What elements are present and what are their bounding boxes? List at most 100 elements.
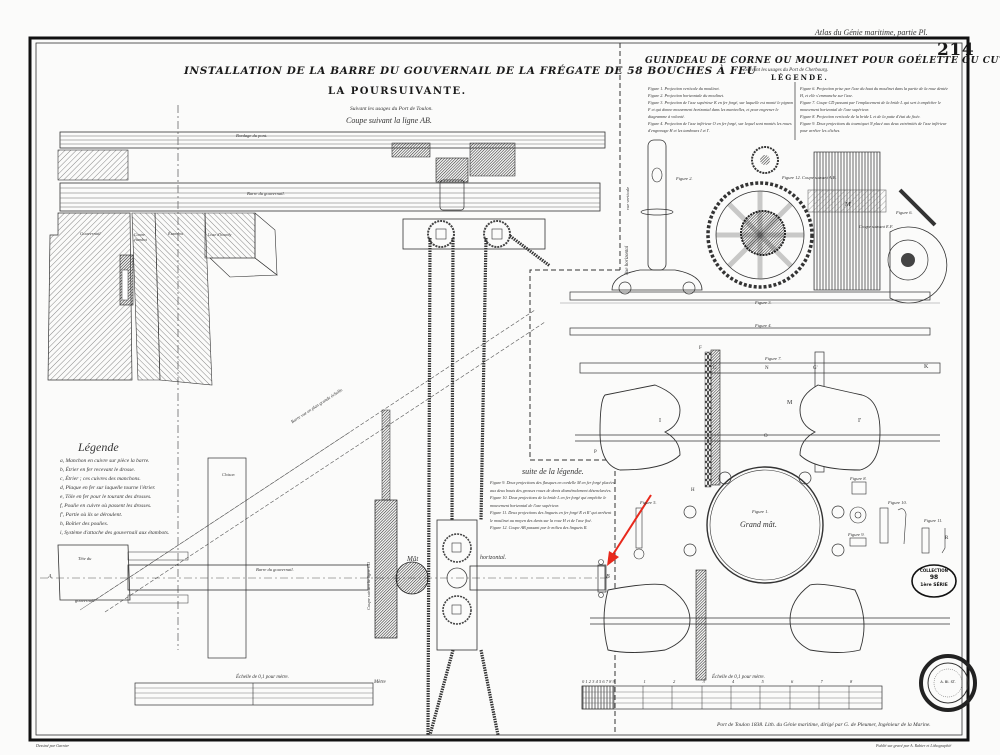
letter-f: F [699,346,702,351]
scale-tick: 5 [761,679,764,684]
left-legend-item: c, Étrier ; ces cuivres des manchons. [60,476,141,482]
letter-k: K [924,364,929,370]
letter-g: G [713,366,717,371]
scale-tick: 4 [732,679,735,684]
scale-tick: 3 [592,679,595,684]
left-scale-label: Échelle de 0,1 pour mètre. [236,675,289,680]
letter-m-prime: M' [845,202,852,208]
right-legend-item: Figure 1. Projection verticale du moulin… [648,86,720,91]
right-scale-ticks: 0 1 2 3 4 5 6 7 8 9 1 2 3 4 5 6 7 8 [582,679,912,684]
left-plate-subtitle: LA POURSUIVANTE. [328,86,467,97]
lower-drums [590,569,950,681]
left-legend-item: b, Étrier en fer recevant le drosse. [60,467,136,473]
left-credit: Dessiné par Garnier [36,743,70,748]
right-scale-label: Échelle de 0,1 pour mètre. [712,675,765,680]
letter-n: N [765,366,769,371]
scale-bar-right [581,685,883,710]
suite-legend-item: Figure 10. Deux projections de la bride … [490,495,607,508]
diagonal-plan [79,309,546,613]
suite-legend-item: Figure 12. Coupe AB passant par le milie… [490,525,588,530]
tiller-bar-top [59,182,601,212]
letter-p: P [594,450,597,455]
label-fig7: Figure 7. [765,356,782,361]
letter-o: O [764,434,768,439]
cloison-box [207,457,247,659]
label-fig2: Figure 2. [676,176,693,181]
scale-tick: 3 [702,679,705,684]
label-vue-vertical: vue verticale [625,186,630,210]
collection-stamp-number: 98 [929,574,939,581]
label-tete: Tête du [78,556,92,561]
label-fig12: Figure 12. Coupe suivant A.B. [782,175,837,180]
rudder-section [47,149,278,386]
round-stamp [919,654,977,712]
label-fig9: Figure 9. [848,532,865,537]
round-stamp-label: A. BI. ST. [940,680,956,684]
label-coupe-suivant: Coupe suivant E.F. [859,224,894,229]
deck-bordage [59,131,606,149]
label-fig10: Figure 10. [888,500,907,505]
letter-g-prime: G' [813,366,818,371]
scale-tick: 5 [598,679,602,684]
collection-stamp [911,564,957,598]
suite-legend-item: Figure 9. Deux projections des flasques … [490,480,615,493]
right-legend-item: Figure 4. Projection de l'axe inférieur … [648,121,792,133]
collection-stamp-series: 1ère SÉRIE [920,583,948,588]
left-legend-item: i, Système d'attache des gouvernail aux … [60,530,170,536]
scale-tick: 7 [605,679,608,684]
left-legend-item: e, Tôle en fer pour le tourant des dross… [60,494,152,500]
suite-legend-item: Figure 11. Deux projections des linguets… [490,510,612,523]
label-barre-bottom: Barre du gouvernail. [256,567,294,572]
letter-m: M [787,400,793,406]
tiller-bar-bottom [40,544,610,604]
collection-stamp-label: COLLECTION [919,568,949,573]
left-legend: Légende a, Manchon en cuivre sur pièce l… [60,440,169,538]
vertical-section [374,409,429,639]
label-grand-mat: Grand mât. [740,520,777,529]
label-contre-etambot: Contre étambot [134,232,147,242]
left-scale-end: Mètre [374,680,386,685]
label-gouvernail: Gouvernail [80,231,101,236]
atlas-note: Atlas du Génie maritime, partie Pl. [815,28,928,37]
scale-tick: 9 [612,679,615,684]
right-legend-left: Figure 1. Projection verticale du moulin… [648,85,793,134]
right-legend-right: Figure 6. Projection prise par l'axe du … [800,85,950,134]
vertical-pulley-column [436,519,478,651]
letter-i-prime: I' [858,418,862,424]
label-vertical-section: Coupe suivant la ligne CD [366,562,371,610]
left-legend-item: f, Poulie en cuivre où passent les dross… [60,503,152,509]
figure-6-wheel [887,188,948,304]
scale-tick: 1 [585,679,588,684]
scale-tick: 8 [609,679,612,684]
scale-tick: 4 [595,679,598,684]
label-gouvernail-bottom: gouvernail. [75,598,96,603]
right-credit: Publié sur gravé par A. Rabier et Lithog… [876,743,952,748]
signature-line: Port de Toulon 1838. Lith. du Génie mari… [717,722,931,728]
right-plate-note: Suivant les usages du Port de Cherbourg. [745,68,829,73]
label-etambot: Étambot [168,231,184,236]
right-legend-item: Figure 8. Projection verticale de la bri… [800,114,921,119]
right-plate-title: GUINDEAU DE CORNE OU MOULINET POUR GOÉLE… [645,56,1000,66]
left-legend-heading: Légende [78,440,119,454]
label-fig6: Figure 6. [896,210,913,215]
label-fig3: Figure 3. [755,300,772,305]
capstan-standard [611,139,703,295]
pulley-fitting [391,142,546,250]
label-fig8: Figure 8. [850,476,867,481]
label-mat: Mât [407,555,419,563]
tiller-ropes [426,234,551,736]
label-barre-top: Barre du gouvernail. [247,191,285,196]
right-legend-item: Figure 9. Deux projections du tourniquet… [800,121,947,133]
label-bordage: Bordage du pont. [236,133,268,138]
left-legend-item: f', Partie où ils se déroulent. [60,512,123,518]
left-plate-title: INSTALLATION DE LA BARRE DU GOUVERNAIL D… [184,65,757,77]
scale-tick: 2 [673,679,676,684]
letter-h: H [691,488,695,493]
label-point-a: A [48,574,52,580]
scale-tick: 6 [602,679,605,684]
drum [807,151,887,291]
letter-i: I [659,418,661,424]
scale-tick: 2 [588,679,592,684]
label-fig1: Figure 1. [752,509,769,514]
